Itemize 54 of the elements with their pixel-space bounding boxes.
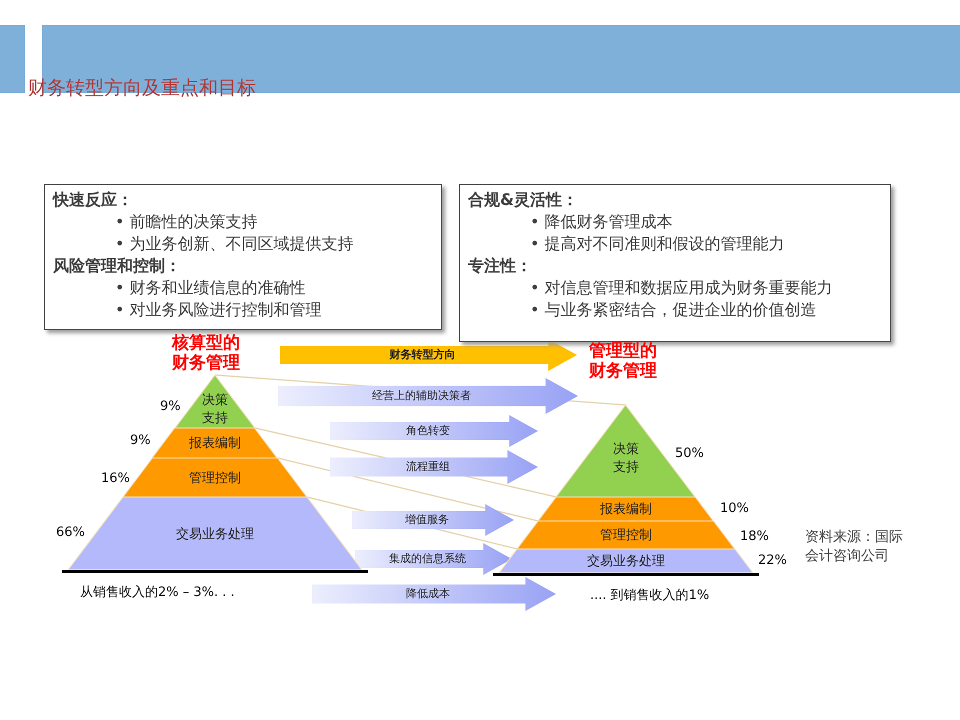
block-arrow bbox=[330, 415, 538, 447]
block-arrow bbox=[352, 504, 514, 536]
pyramid-layer bbox=[538, 497, 714, 521]
percentage-label: 50% bbox=[675, 446, 704, 461]
layer-label: 报表编制 bbox=[188, 435, 241, 452]
layer-label: 决策支持 bbox=[201, 392, 229, 426]
bullet-item: • 财务和业绩信息的准确性 bbox=[114, 277, 307, 299]
bullet-item: • 与业务紧密结合，促进企业的价值创造 bbox=[529, 299, 818, 321]
pyramid-heading: 核算型的财务管理 bbox=[172, 333, 241, 373]
pyramid-layer bbox=[517, 521, 735, 549]
percentage-label: 18% bbox=[740, 529, 769, 544]
connector-line bbox=[277, 457, 538, 522]
bullet-item: • 降低财务管理成本 bbox=[529, 211, 674, 233]
bullet-item: • 对信息管理和数据应用成为财务重要能力 bbox=[529, 277, 834, 299]
block-arrow bbox=[355, 543, 512, 575]
section-heading: 快速反应： bbox=[53, 189, 134, 211]
block-arrow bbox=[330, 450, 538, 484]
layer-label: 管理控制 bbox=[600, 527, 652, 544]
layer-label: 报表编制 bbox=[600, 501, 652, 518]
section-heading: 合规&灵活性： bbox=[468, 189, 579, 211]
layer-label: 决策支持 bbox=[612, 441, 640, 476]
pyramid-layer bbox=[499, 549, 753, 573]
edge-label: 财务转型方向 bbox=[388, 347, 457, 364]
layer-label: 管理控制 bbox=[188, 470, 241, 486]
edge-label: 增值服务 bbox=[404, 512, 450, 528]
edge-label: 经营上的辅助决策者 bbox=[371, 388, 472, 404]
text-box bbox=[44, 184, 442, 330]
edge-label: 角色转变 bbox=[405, 423, 452, 440]
edge-label: 集成的信息系统 bbox=[388, 551, 468, 568]
layer-label: 交易业务处理 bbox=[176, 526, 254, 542]
percentage-label: 9% bbox=[130, 433, 151, 448]
block-arrow bbox=[312, 577, 556, 611]
footnote-text: .... 到销售收入的1% bbox=[590, 587, 710, 604]
section-heading: 专注性： bbox=[468, 255, 533, 277]
bullet-item: • 前瞻性的决策支持 bbox=[114, 211, 259, 233]
edge-label: 降低成本 bbox=[404, 586, 451, 602]
bullet-item: • 提高对不同准则和假设的管理能力 bbox=[529, 233, 786, 255]
source-note: 资料来源：国际会计咨询公司 bbox=[805, 528, 904, 566]
pyramid-layer bbox=[152, 428, 278, 458]
bullet-item: • 对业务风险进行控制和管理 bbox=[114, 299, 323, 321]
percentage-label: 22% bbox=[758, 553, 787, 568]
percentage-label: 10% bbox=[720, 501, 749, 516]
percentage-label: 16% bbox=[101, 471, 130, 486]
bullet-item: • 为业务创新、不同区域提供支持 bbox=[114, 233, 355, 255]
percentage-label: 9% bbox=[160, 399, 181, 414]
layer-label: 交易业务处理 bbox=[587, 553, 665, 570]
section-heading: 风险管理和控制： bbox=[53, 255, 182, 277]
text-box bbox=[459, 184, 891, 342]
block-arrow bbox=[278, 378, 578, 414]
percentage-label: 66% bbox=[56, 525, 85, 540]
footnote-text: 从销售收入的2% – 3%. . . bbox=[80, 584, 235, 601]
pyramid-heading: 管理型的财务管理 bbox=[589, 341, 658, 381]
block-arrow bbox=[280, 339, 577, 371]
edge-label: 流程重组 bbox=[404, 459, 451, 476]
